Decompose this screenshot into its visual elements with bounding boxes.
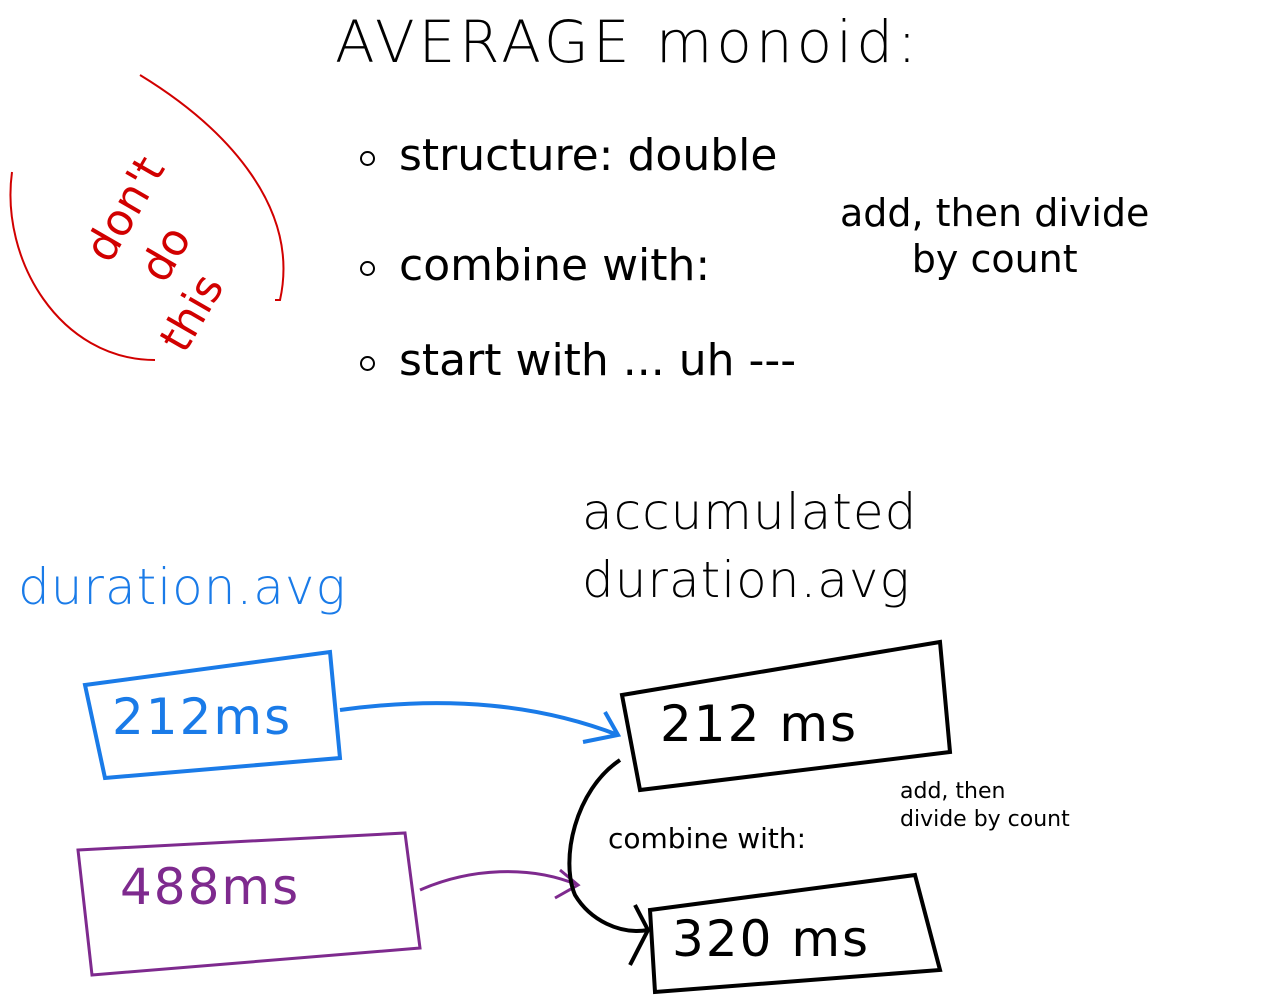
- page-title: AVERAGE monoid:: [335, 8, 921, 76]
- purple-arrow: [419, 870, 579, 892]
- right-header: accumulated duration.avg: [582, 478, 917, 614]
- input2-box: [76, 831, 422, 977]
- input1-box: [82, 649, 343, 781]
- input1-value: 212ms: [112, 688, 293, 746]
- combine-arrowhead: [628, 904, 651, 966]
- combine-detail-line1: add, then: [900, 779, 1006, 804]
- purple-arrowhead: [554, 868, 581, 900]
- blue-arrow: [339, 701, 619, 737]
- bullet-icon: [360, 150, 375, 166]
- bullet-label: structure: double: [399, 130, 778, 181]
- combine-note-line1: add, then divide: [840, 191, 1150, 235]
- blue-arrowhead: [582, 711, 622, 744]
- combine-curve: [567, 758, 649, 933]
- right-header-line2: duration.avg: [582, 551, 911, 609]
- bullet-combine: combine with:: [360, 240, 710, 291]
- combine-detail: add, then divide by count: [900, 778, 1070, 834]
- input2-value: 488ms: [120, 858, 301, 916]
- left-header: duration.avg: [18, 558, 347, 616]
- bullet-label: start with ... uh ---: [399, 335, 797, 386]
- bullet-icon: [360, 355, 375, 371]
- acc1-box: [619, 639, 953, 793]
- bullet-structure: structure: double: [360, 130, 777, 181]
- bullet-label: combine with:: [399, 240, 711, 291]
- bullet-start: start with ... uh ---: [360, 335, 796, 386]
- combine-note: add, then divide by count: [840, 190, 1149, 282]
- bullet-icon: [360, 260, 375, 276]
- combine-note-line2: by count: [911, 237, 1078, 281]
- red-bracket-right: [139, 74, 285, 301]
- combine-detail-line2: divide by count: [900, 807, 1070, 832]
- acc2-box: [647, 872, 943, 995]
- acc1-value: 212 ms: [660, 695, 859, 753]
- right-header-line1: accumulated: [582, 483, 918, 541]
- combine-label: combine with:: [608, 822, 807, 855]
- acc2-value: 320 ms: [672, 910, 871, 968]
- red-bracket-left: [9, 171, 156, 361]
